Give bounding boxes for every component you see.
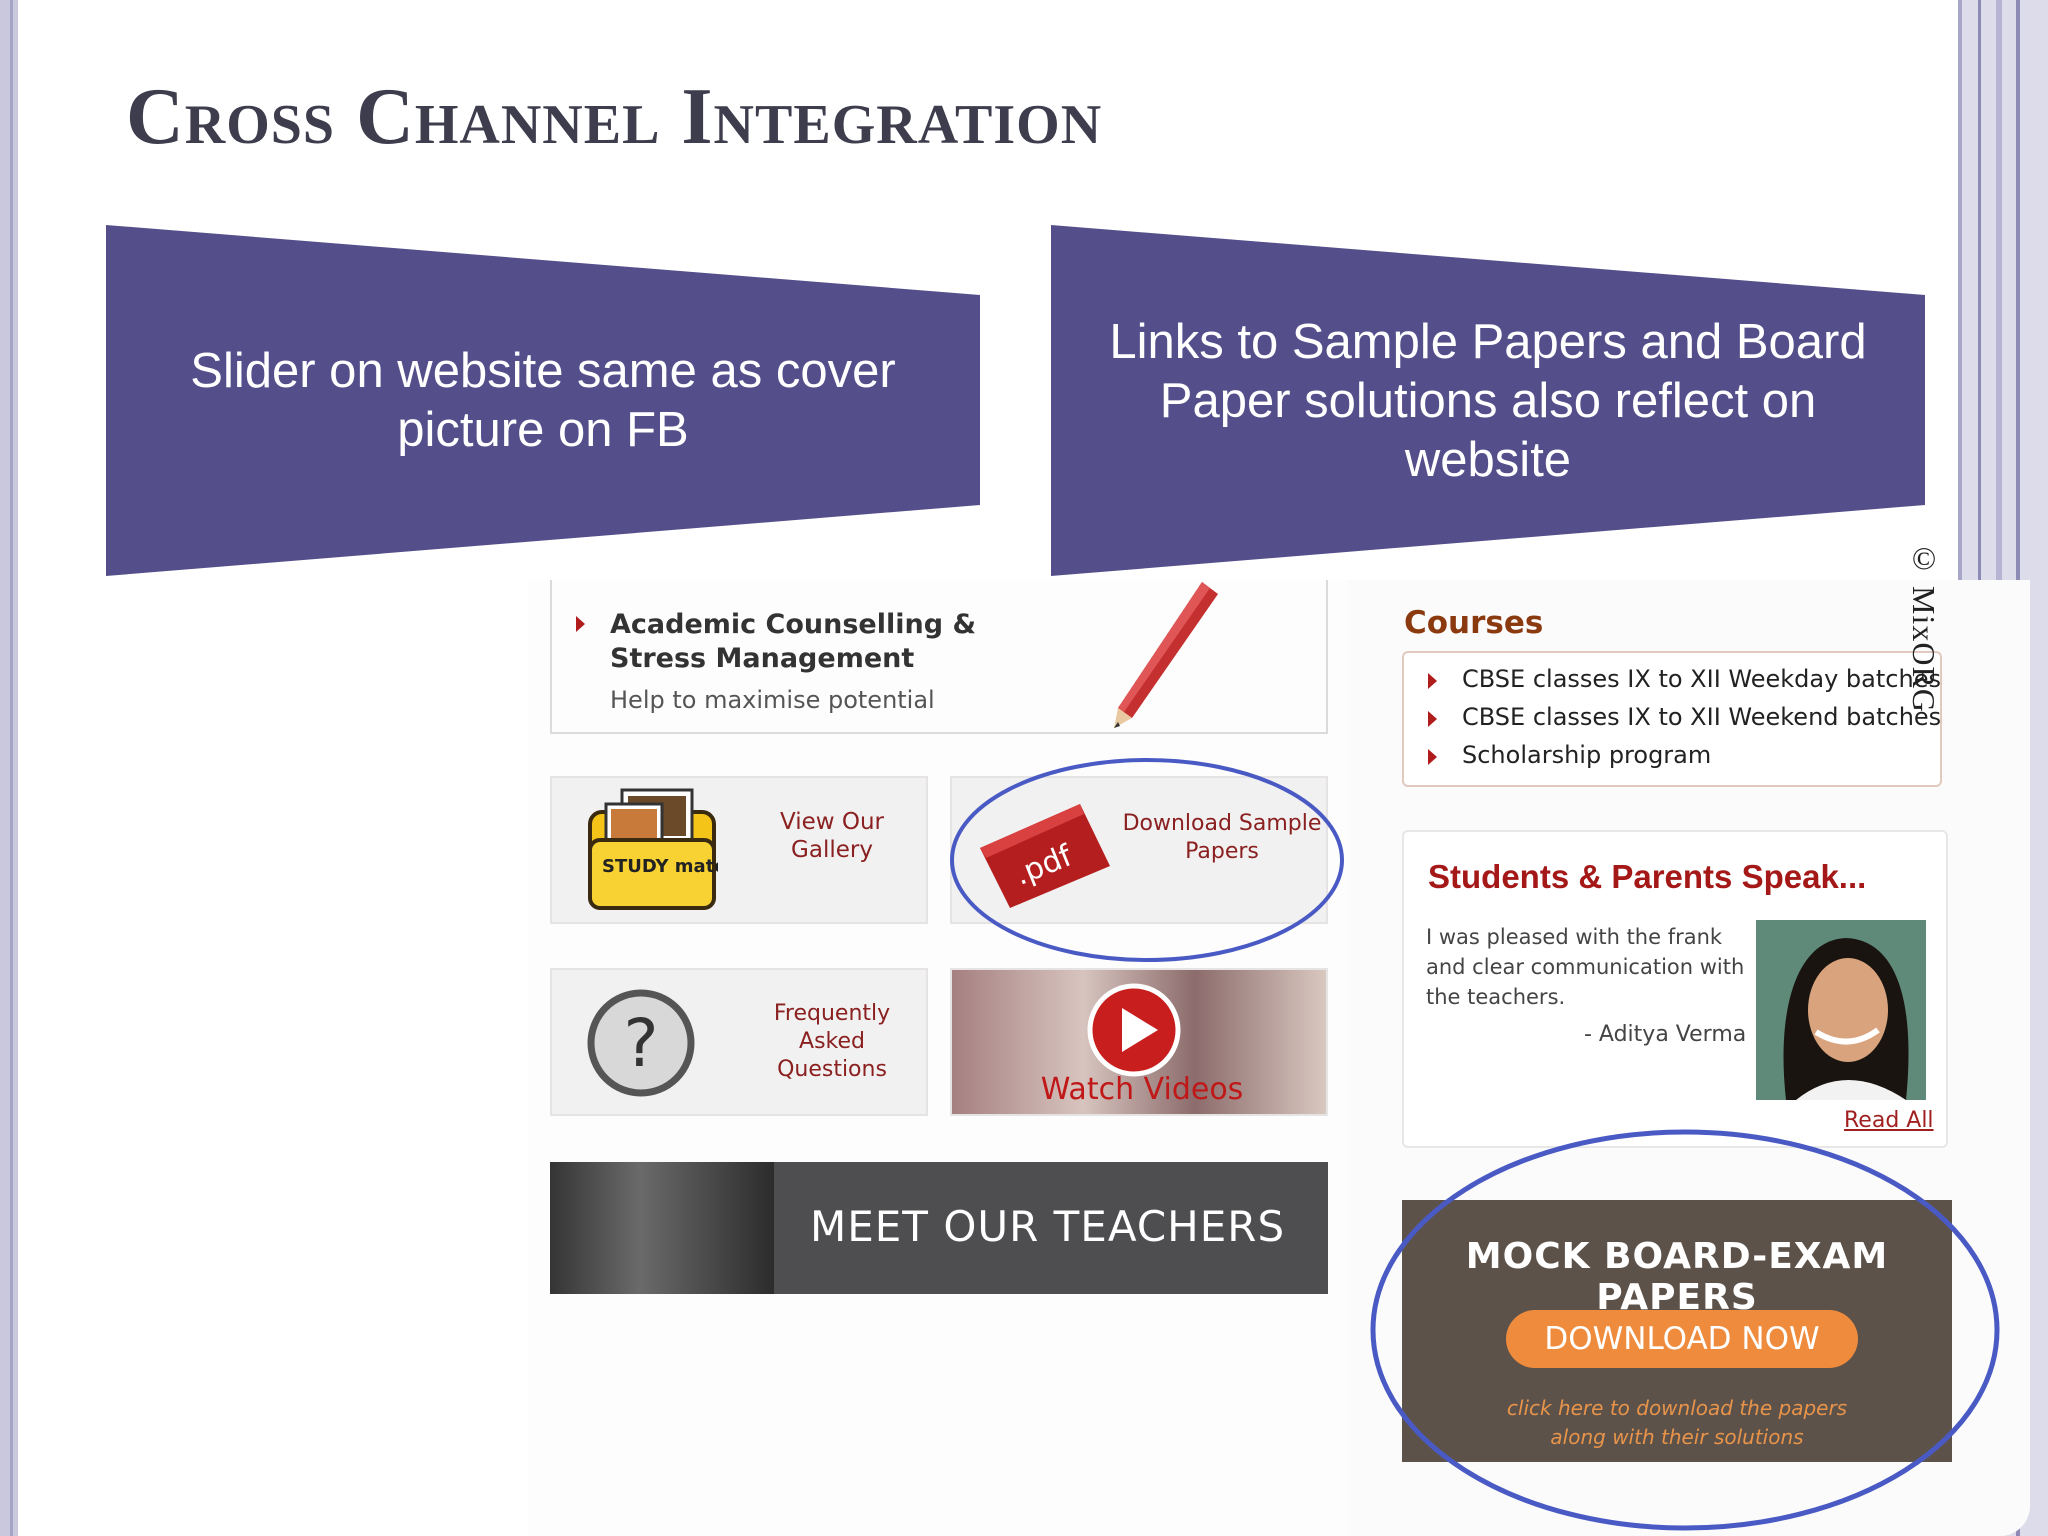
- bullet-icon: [1428, 749, 1437, 765]
- banner-shape: [106, 225, 980, 576]
- banner-shape: [1051, 225, 1925, 576]
- pdf-folder-icon: .pdf: [980, 804, 1110, 908]
- slide-title: Cross Channel Integration: [126, 73, 1103, 161]
- slide-left-border-line: [10, 0, 13, 1536]
- academic-counselling-box[interactable]: Academic Counselling & Stress Management…: [550, 580, 1328, 734]
- courses-panel: Courses CBSE classes IX to XII Weekday b…: [1402, 605, 1942, 789]
- banner-links-text: Links to Sample Papers and Board Paper s…: [1109, 315, 1867, 487]
- banner-links-note: Links to Sample Papers and Board Paper s…: [1051, 225, 1925, 576]
- mock-exam-title: MOCK BOARD-EXAM PAPERS: [1465, 1236, 1889, 1318]
- mock-exam-subtitle: click here to download the papers along …: [1506, 1396, 1848, 1449]
- gallery-label: View Our Gallery: [779, 809, 885, 863]
- svg-text:?: ?: [623, 1005, 658, 1082]
- academic-title: Academic Counselling & Stress Management: [610, 609, 977, 674]
- bullet-icon: [576, 616, 585, 632]
- teacher-photo: [550, 1162, 774, 1294]
- testimonials-title: Students & Parents Speak...: [1428, 858, 1867, 895]
- watch-videos-label: Watch Videos: [1040, 1072, 1244, 1107]
- gallery-tile[interactable]: STUDY mate View Our Gallery: [550, 776, 928, 924]
- faq-tile[interactable]: ? Frequently Asked Questions: [550, 968, 928, 1116]
- copyright-watermark: © MixORG: [1906, 540, 1942, 713]
- courses-list: CBSE classes IX to XII Weekday batches C…: [1402, 651, 1942, 787]
- study-mate-logo-text: STUDY mate: [602, 856, 718, 877]
- watch-videos-tile[interactable]: Watch Videos: [950, 968, 1328, 1116]
- course-item[interactable]: CBSE classes IX to XII Weekday batches: [1462, 665, 1941, 693]
- download-now-button[interactable]: DOWNLOAD NOW: [1506, 1310, 1858, 1368]
- sample-papers-label: Download Sample Papers: [1122, 811, 1322, 864]
- meet-teachers-banner[interactable]: MEET OUR TEACHERS: [550, 1162, 1328, 1294]
- read-all-link[interactable]: Read All: [1844, 1108, 1934, 1133]
- slide-left-border: [0, 0, 18, 1536]
- course-item[interactable]: CBSE classes IX to XII Weekend batches: [1462, 703, 1942, 731]
- study-mate-folder-icon: STUDY mate: [588, 788, 718, 910]
- meet-teachers-label: MEET OUR TEACHERS: [810, 1202, 1286, 1251]
- student-photo: [1756, 920, 1926, 1100]
- mock-exam-panel: MOCK BOARD-EXAM PAPERS DOWNLOAD NOW clic…: [1402, 1200, 1952, 1462]
- bullet-icon: [1428, 673, 1437, 689]
- question-mark-icon: ?: [587, 989, 695, 1097]
- testimonial-quote: I was pleased with the frank and clear c…: [1426, 925, 1745, 1009]
- play-button-icon: [1087, 983, 1181, 1077]
- academic-subtitle: Help to maximise potential: [610, 686, 935, 714]
- banner-slider-text: Slider on website same as cover picture …: [190, 343, 896, 457]
- courses-title: Courses: [1404, 605, 1544, 641]
- bullet-icon: [1428, 711, 1437, 727]
- testimonial-author: - Aditya Verma: [1584, 1022, 1747, 1047]
- banner-slider-note: Slider on website same as cover picture …: [106, 225, 980, 576]
- sample-papers-tile[interactable]: .pdf Download Sample Papers: [950, 776, 1328, 924]
- pencil-icon: [1114, 582, 1218, 728]
- course-item[interactable]: Scholarship program: [1462, 741, 1712, 769]
- testimonials-panel: Students & Parents Speak... I was please…: [1402, 830, 1948, 1148]
- faq-label: Frequently Asked Questions: [773, 1001, 891, 1082]
